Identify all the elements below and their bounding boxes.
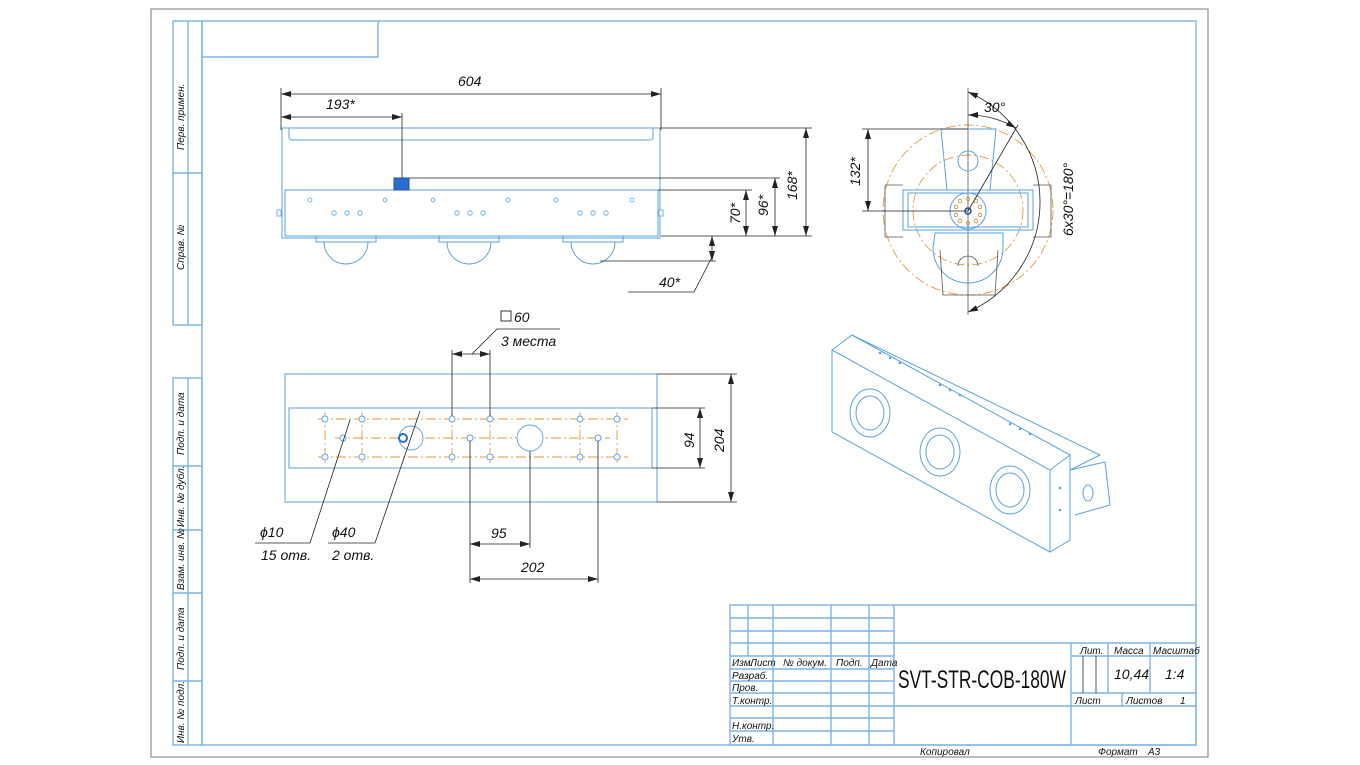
dim-height-total: 168* <box>784 171 800 200</box>
scale-value: 1:4 <box>1165 666 1185 682</box>
margin-label: Инв. № подл. <box>176 681 187 743</box>
format-label: Формат <box>1098 747 1138 758</box>
scale-label: Масштаб <box>1153 645 1200 657</box>
title-block: Изм. Лист № докум. Подп. Дата Разраб. Пр… <box>729 604 1200 758</box>
dim-height-body: 70* <box>727 202 743 224</box>
hole40-count: 2 отв. <box>331 547 374 563</box>
dim-angle-step: 30° <box>984 99 1006 115</box>
dim-connector-offset: 193* <box>326 96 355 112</box>
front-view: 604 193* 168* 96* 70* 40* <box>276 73 812 293</box>
margin-label: Подп. и дата <box>176 392 187 455</box>
dim-width: 204 <box>711 428 727 453</box>
mass-label: Масса <box>1114 646 1144 657</box>
sheet-border <box>150 8 1209 758</box>
lit-label: Лит. <box>1079 646 1103 657</box>
role-checker: Пров. <box>732 683 758 694</box>
dim-bracket-height: 132* <box>847 157 863 186</box>
dim-lens-height: 40* <box>659 274 681 290</box>
isometric-view <box>831 334 1111 553</box>
margin-label: Справ. № <box>176 224 187 270</box>
hole10-note: ϕ10 <box>260 524 284 540</box>
role-developer: Разраб. <box>732 670 768 682</box>
margin-label: Перв. примен. <box>176 84 187 150</box>
margin-label: Взам. инв. № <box>176 528 187 590</box>
role-tech-control: Т.контр. <box>732 696 772 707</box>
top-stamp-box <box>202 21 379 58</box>
square-hole-note: 60 <box>514 309 530 325</box>
drawing-designation: SVT-STR-COB-180W <box>898 666 1066 694</box>
sheets-value: 1 <box>1180 696 1186 707</box>
header-list: Лист <box>749 658 776 669</box>
format-value: A3 <box>1147 747 1161 758</box>
dim-angle-total: 6x30°=180° <box>1060 163 1076 236</box>
dim-hole-spacing-width: 94 <box>681 432 697 448</box>
bottom-view: 60 3 места ϕ10 15 отв. ϕ40 2 отв. 94 204… <box>255 309 737 583</box>
sheet-label: Лист <box>1074 696 1101 707</box>
places-note: 3 места <box>501 333 556 349</box>
role-approved: Утв. <box>731 734 755 745</box>
dim-202: 202 <box>520 559 545 575</box>
mass-value: 10,44 <box>1114 666 1149 682</box>
header-doc-no: № докум. <box>783 658 827 669</box>
side-view: 30° 132* 6x30°=180° <box>847 88 1076 315</box>
copied-label: Копировал <box>920 747 970 758</box>
dim-length: 604 <box>458 73 482 89</box>
side-margin: Перв. примен. Справ. № Подп. и дата Инв.… <box>172 20 203 746</box>
role-norm-control: Н.контр. <box>732 721 774 732</box>
hole40-note: ϕ40 <box>332 524 356 540</box>
inner-frame <box>201 20 1197 746</box>
dim-height-connector: 96* <box>755 194 771 216</box>
margin-label: Подп. и дата <box>176 607 187 670</box>
header-date: Дата <box>870 658 898 669</box>
margin-label: Инв. № дубл. <box>175 466 187 528</box>
header-sign: Подп. <box>836 658 863 669</box>
dim-95: 95 <box>491 525 507 541</box>
hole10-count: 15 отв. <box>261 547 311 563</box>
header-izm: Изм. <box>732 658 753 669</box>
sheets-label: Листов <box>1125 696 1162 707</box>
